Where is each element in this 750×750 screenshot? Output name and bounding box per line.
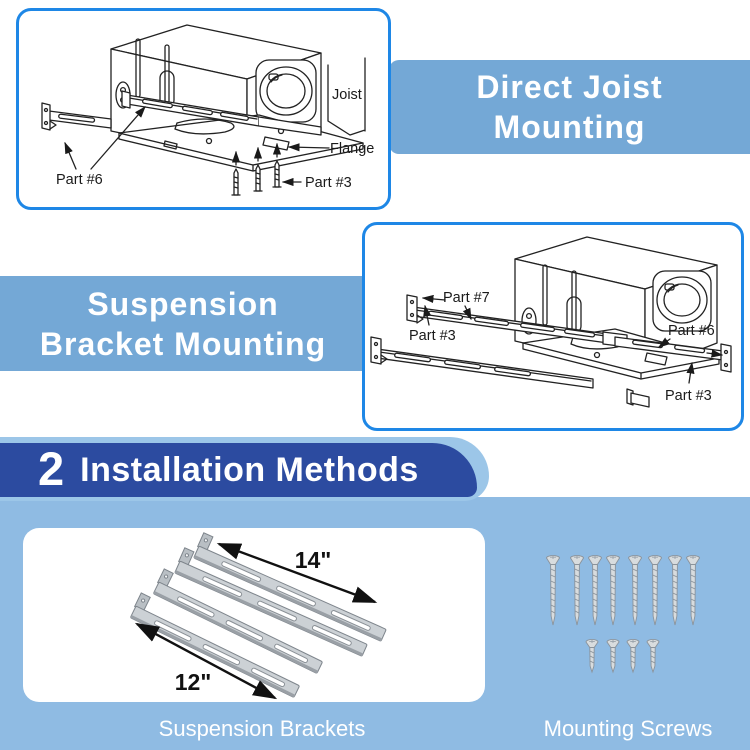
- part3-label: Part #3: [305, 175, 352, 191]
- dim-arrow-12: [134, 622, 278, 700]
- joist-lines: [327, 57, 366, 136]
- part3-left-label: Part #3: [409, 328, 456, 344]
- banner-line: Mounting: [493, 109, 646, 145]
- dim-12-label: 12": [175, 669, 212, 695]
- part3-bottom-label: Part #3: [665, 388, 712, 404]
- part7-label: Part #7: [443, 290, 490, 306]
- methods-banner: 2 Installation Methods: [0, 441, 477, 497]
- suspension-mounting-diagram: Part #7 Part #3 Part #6 Part #3: [370, 236, 732, 408]
- brackets-caption: Suspension Brackets: [158, 716, 366, 741]
- banner-line: Direct Joist: [476, 69, 663, 105]
- joist-mounting-diagram-card: Joist Flange Part #6 Part #3: [16, 8, 391, 210]
- suspension-bracket-mounting-banner: Suspension Bracket Mounting: [0, 276, 366, 371]
- banner-line: Suspension: [87, 285, 279, 322]
- direct-joist-mounting-banner: Direct Joist Mounting: [389, 60, 750, 154]
- mounting-screws-photo: [546, 554, 700, 673]
- methods-title: Installation Methods: [80, 450, 419, 489]
- included-parts-section: 14" 12": [0, 497, 750, 750]
- dim-14-label: 14": [295, 547, 332, 573]
- banner-line: Bracket Mounting: [39, 325, 327, 362]
- joist-mounting-diagram: Joist Flange Part #6 Part #3: [41, 24, 374, 196]
- suspension-mounting-diagram-card: Part #7 Part #3 Part #6 Part #3: [362, 222, 744, 431]
- methods-count: 2: [38, 441, 65, 495]
- joist-label: Joist: [332, 87, 362, 103]
- part6-label: Part #6: [668, 323, 715, 339]
- dim-arrow-14: [216, 542, 378, 604]
- mounting-screws-exploded: [231, 142, 282, 196]
- part6-label: Part #6: [56, 172, 103, 188]
- suspension-brackets-photo: 14" 12": [128, 532, 393, 700]
- flange-label: Flange: [330, 141, 374, 157]
- screws-caption: Mounting Screws: [543, 716, 713, 741]
- suspension-brackets-card: 14" 12": [23, 528, 485, 702]
